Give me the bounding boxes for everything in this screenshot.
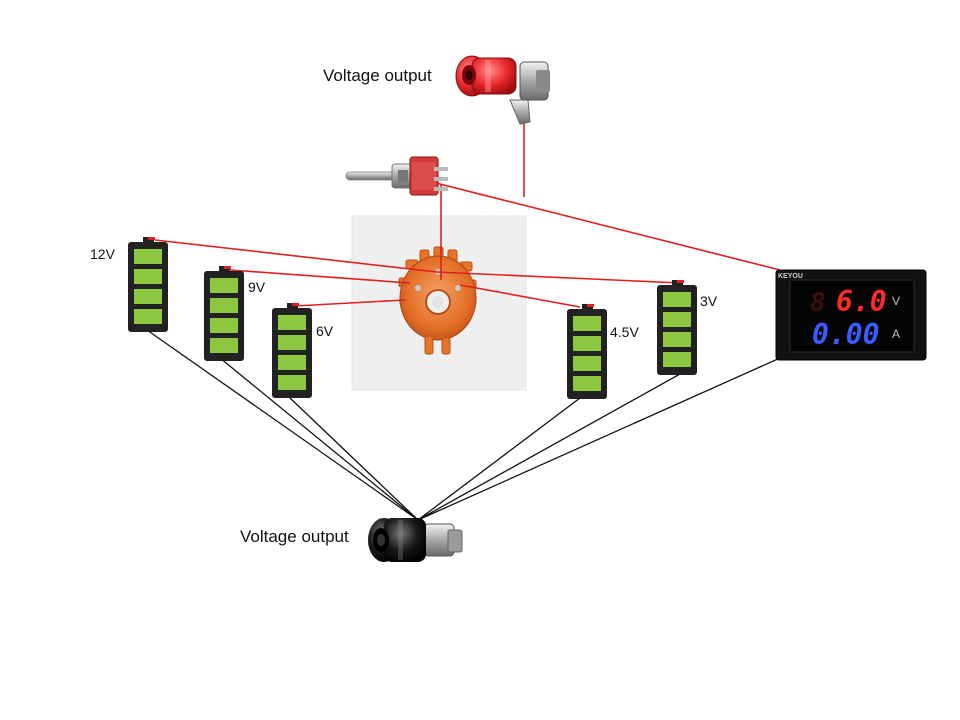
wire-rotary-to-4-5v xyxy=(459,284,581,308)
meter-ghost-digit: 8 xyxy=(810,288,826,318)
battery-6v xyxy=(272,303,312,398)
battery-label-12v: 12V xyxy=(90,246,115,262)
wire-rotary-to-3v xyxy=(436,271,681,284)
meter-voltage-unit: V xyxy=(892,294,900,308)
battery-4-5v xyxy=(567,304,607,399)
top-voltage-output-label: Voltage output xyxy=(323,66,432,85)
black-binding-post xyxy=(368,518,463,562)
battery-3v xyxy=(657,280,697,375)
red-binding-post xyxy=(455,55,550,125)
meter-current-reading: 0.00 xyxy=(812,318,879,351)
rotary-switch xyxy=(351,215,527,391)
battery-label-3v: 3V xyxy=(700,293,718,309)
bottom-voltage-output-label: Voltage output xyxy=(240,527,349,546)
battery-label-4-5v: 4.5V xyxy=(610,324,639,340)
battery-12v xyxy=(128,237,168,332)
battery-label-9v: 9V xyxy=(248,279,266,295)
battery-9v xyxy=(204,266,244,361)
meter-brand: KEYOU xyxy=(778,273,803,280)
wire-12v-to-rotary xyxy=(154,239,438,273)
wire-9v-to-rotary xyxy=(229,269,411,284)
negative-wires xyxy=(146,329,781,521)
positive-wires xyxy=(154,115,781,308)
wire-6v-to-rotary xyxy=(294,299,406,307)
voltmeter-ammeter: KEYOU 8 6.0 V 0.00 A xyxy=(775,269,927,361)
battery-label-6v: 6V xyxy=(316,323,334,339)
wire-toggle-to-meter xyxy=(423,179,781,271)
meter-voltage-reading: 6.0 xyxy=(836,285,887,318)
meter-current-unit: A xyxy=(892,327,900,341)
toggle-switch xyxy=(345,156,448,196)
